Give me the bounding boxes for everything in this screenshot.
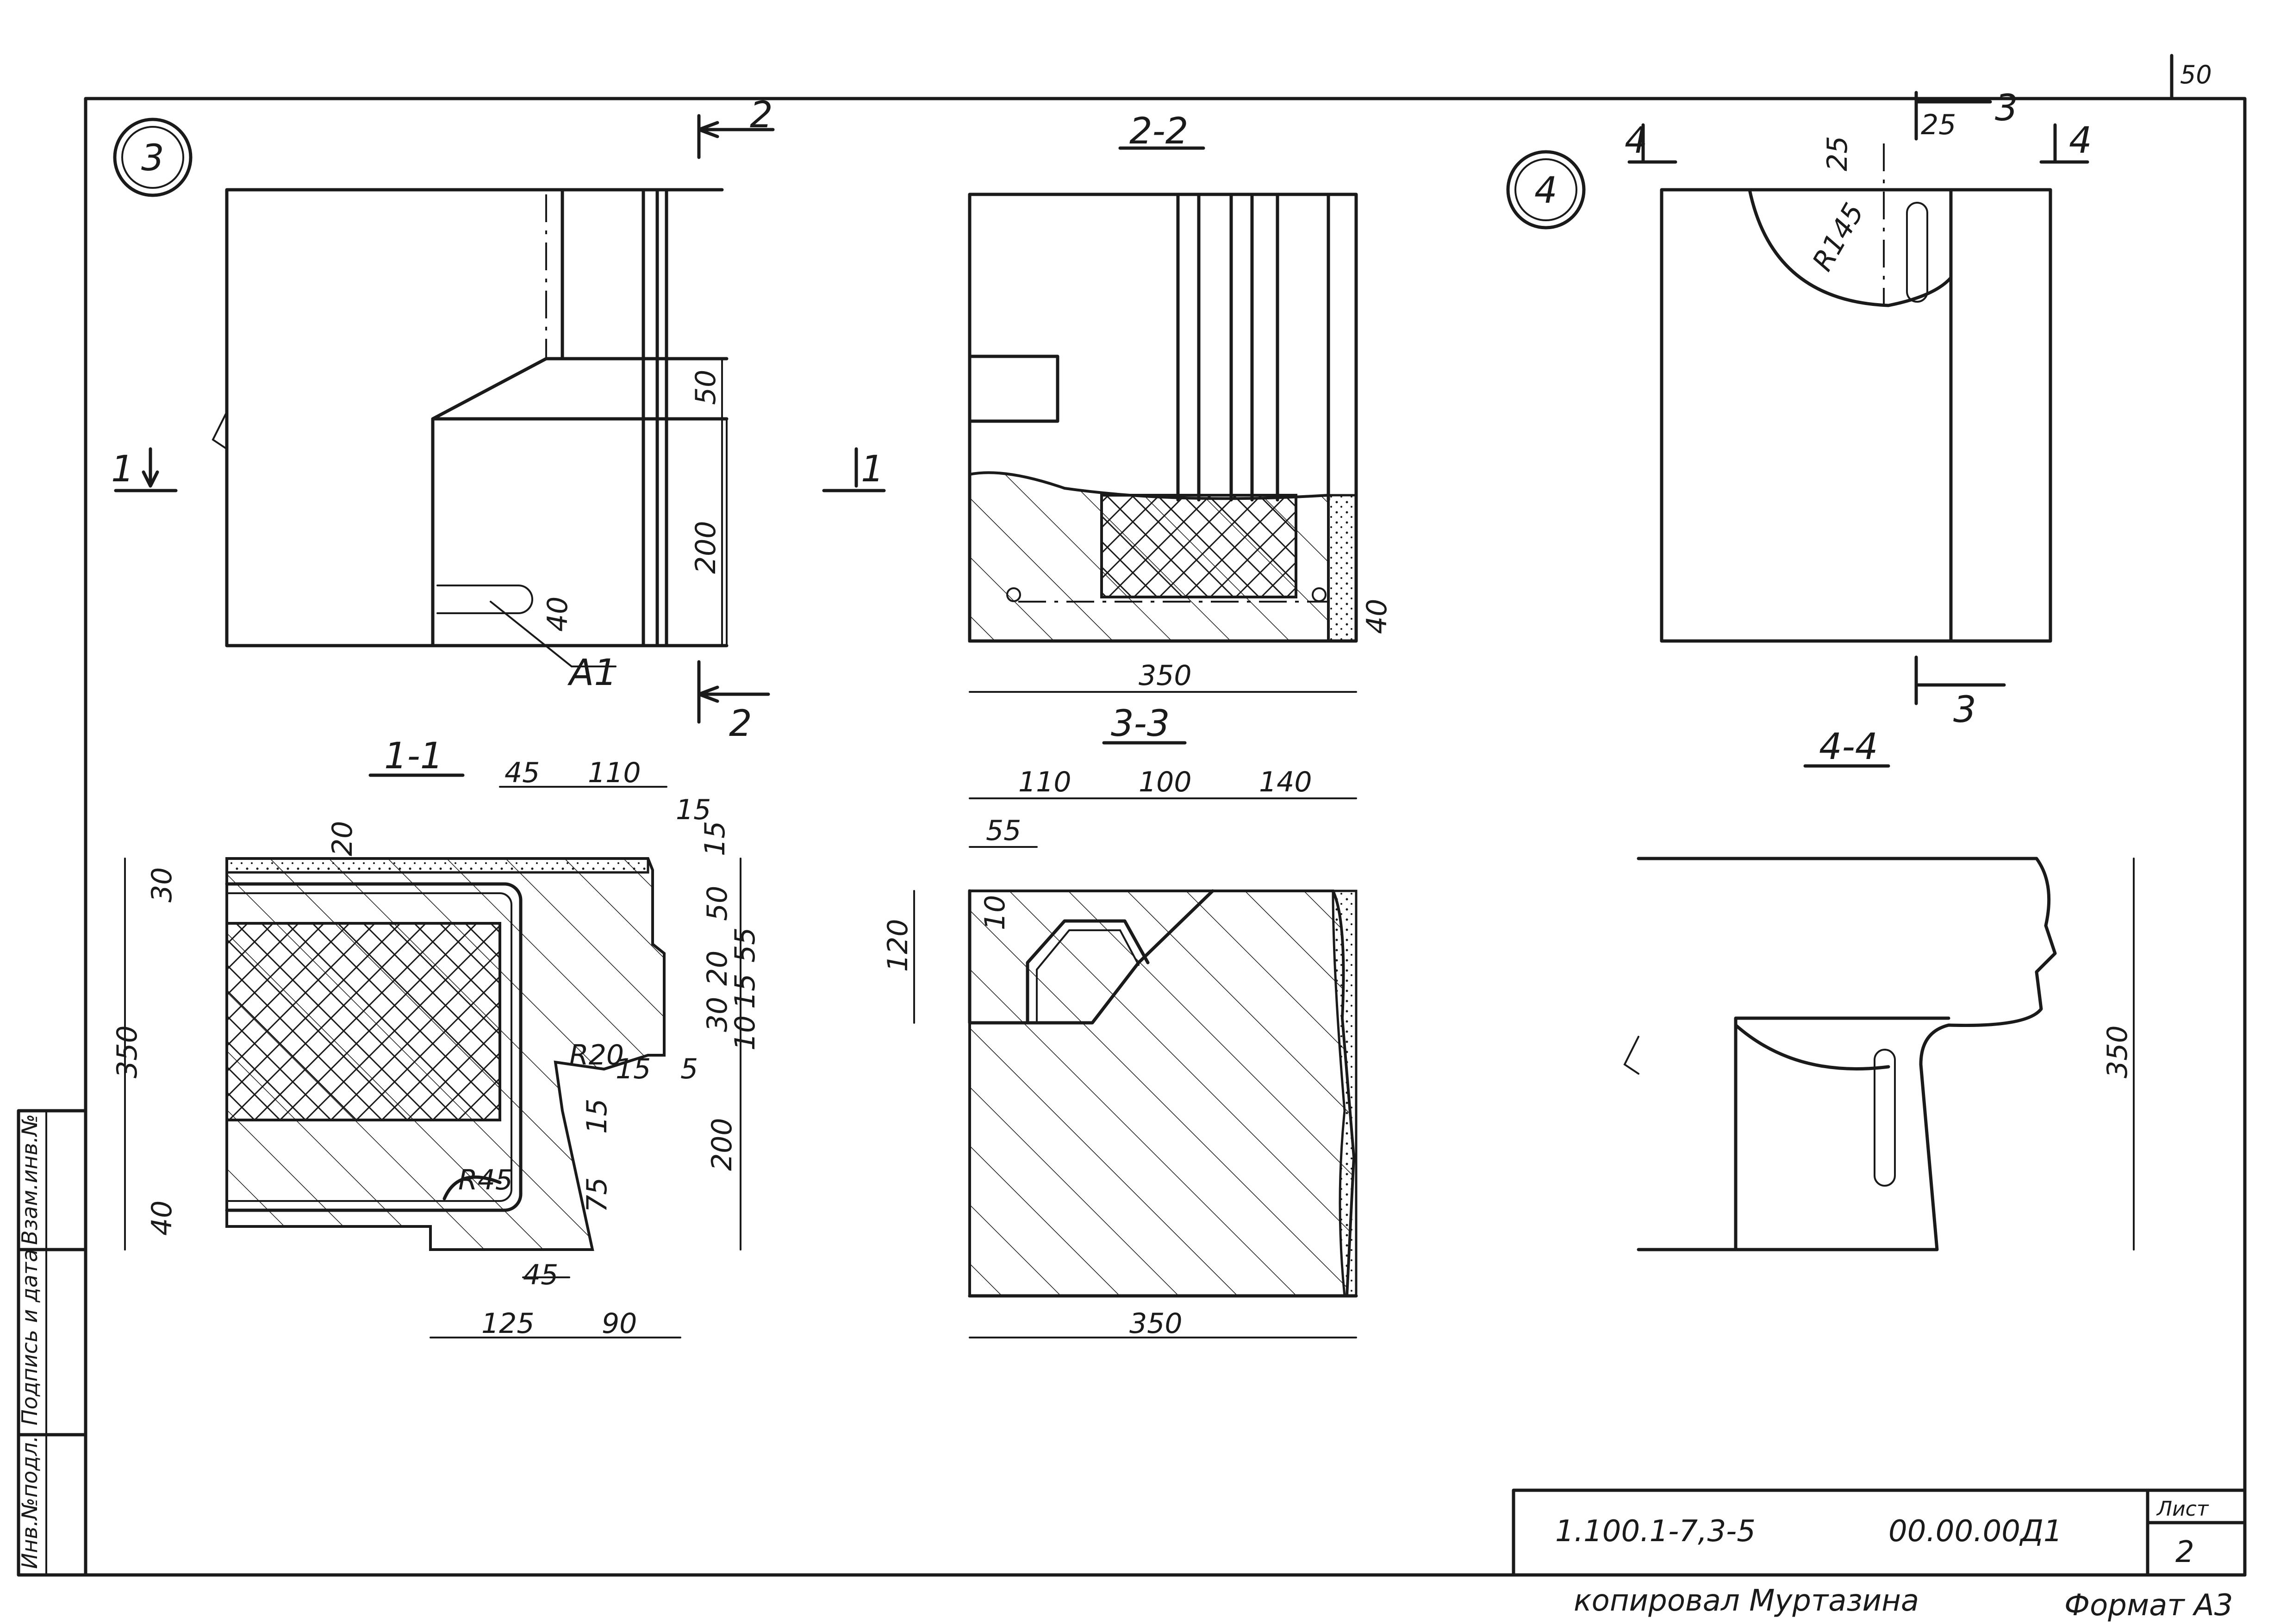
dim-s11-30b: 30: [701, 997, 734, 1032]
copied-by: копировал Муртазина: [1574, 1584, 1919, 1618]
section-1-1: 1-1 R45 R20 350 30 40 20 45 110 15 15 50…: [111, 735, 761, 1340]
dim-s11-15c: 15: [729, 974, 761, 1009]
stamp-signature-date: Подпись и дата: [17, 1249, 42, 1425]
dim-n4-r145: R145: [1806, 198, 1870, 276]
sheet-label: Лист: [2156, 1497, 2209, 1521]
dim-s11-40: 40: [146, 1201, 178, 1236]
title-block: 50 1.100.1-7,3-5 00.00.00Д1 Лист 2 копир…: [1555, 60, 2233, 1623]
section-3-3: 3-3 110 100 140 55 10 120 350: [882, 703, 1358, 1340]
dim-s11-125: 125: [481, 1307, 535, 1340]
dim-s33-110: 110: [1018, 766, 1071, 798]
section-2-2-title: 2-2: [1129, 111, 1188, 152]
side-stamp: Инв.№подл. Подпись и дата Взам.инв.№: [17, 1114, 42, 1569]
dim-s33-100: 100: [1139, 766, 1192, 798]
mark-3-top: 3: [1995, 87, 2018, 129]
dim-s11-350: 350: [111, 1025, 143, 1078]
dim-s33-140: 140: [1259, 766, 1312, 798]
dim-s11-r20: R20: [569, 1039, 624, 1071]
dim-s11-90: 90: [602, 1307, 637, 1340]
mark-4-right: 4: [2069, 120, 2092, 162]
dim-s11-45b: 45: [523, 1259, 558, 1291]
callout-a1: А1: [567, 652, 617, 694]
dim-s11-20b: 20: [701, 951, 734, 986]
sheet-value: 2: [2175, 1535, 2194, 1569]
dim-s33-55: 55: [986, 815, 1021, 847]
dim-n4-25a: 25: [1821, 136, 1854, 171]
dim-s22-40: 40: [1361, 599, 1393, 634]
section-4-4-title: 4-4: [1819, 726, 1878, 768]
mark-1-left: 1: [111, 448, 134, 490]
dim-s11-200: 200: [706, 1118, 738, 1171]
dim-n3-40: 40: [542, 597, 574, 632]
dim-n3-200: 200: [690, 521, 722, 574]
section-1-1-title: 1-1: [384, 735, 443, 777]
sheet-format: Формат А3: [2064, 1588, 2233, 1623]
dim-s11-15e: 15: [581, 1099, 613, 1134]
dim-s22-350: 350: [1139, 660, 1192, 692]
mark-2-bottom: 2: [729, 703, 752, 745]
dim-s11-r45: R45: [458, 1164, 513, 1196]
mark-3-bottom: 3: [1953, 689, 1976, 731]
dim-s11-15a: 15: [676, 794, 711, 826]
mark-2-top: 2: [750, 94, 773, 136]
section-4-4: 4-4 350: [1623, 726, 2135, 1251]
dim-s11-10: 10: [729, 1015, 761, 1051]
dim-s11-30: 30: [146, 867, 178, 902]
dim-s11-15d: 15: [616, 1053, 651, 1085]
dim-s33-350: 350: [1129, 1307, 1183, 1340]
section-2-2: 2-2 1 350 40: [822, 111, 1393, 693]
section-3-3-title: 3-3: [1111, 703, 1170, 745]
page-number: 50: [2180, 60, 2212, 89]
dim-s11-5: 5: [680, 1053, 698, 1085]
drawing-number: 00.00.00Д1: [1888, 1514, 2062, 1549]
node-4-view: 4 R145 25 25 4 4 3 3: [1506, 87, 2092, 731]
node-3-view: 3 А1 50 200 40 1 2 2: [111, 94, 775, 745]
dim-s33-10: 10: [979, 895, 1011, 930]
dim-n3-50: 50: [690, 370, 722, 405]
mark-1-right: 1: [861, 448, 884, 490]
stamp-inv-podl: Инв.№подл.: [17, 1436, 42, 1569]
dim-s11-50: 50: [701, 886, 734, 921]
drawing-code: 1.100.1-7,3-5: [1555, 1514, 1756, 1549]
dim-n4-25b: 25: [1921, 109, 1956, 141]
dim-s11-15b: 15: [699, 821, 731, 856]
dim-s33-120: 120: [882, 919, 914, 972]
dim-s11-75: 75: [581, 1177, 613, 1213]
dim-s11-45: 45: [505, 757, 540, 789]
dim-s11-110: 110: [588, 757, 641, 789]
dim-s11-20: 20: [326, 821, 359, 856]
dim-s11-55: 55: [729, 927, 761, 963]
sheet-frame: [17, 54, 2247, 1577]
dim-s44-350: 350: [2101, 1025, 2134, 1078]
node-4-label: 4: [1534, 170, 1557, 212]
mark-4-left: 4: [1625, 120, 1648, 162]
node-3-label: 3: [141, 137, 164, 179]
stamp-vzam-inv: Взам.инв.№: [17, 1114, 42, 1245]
